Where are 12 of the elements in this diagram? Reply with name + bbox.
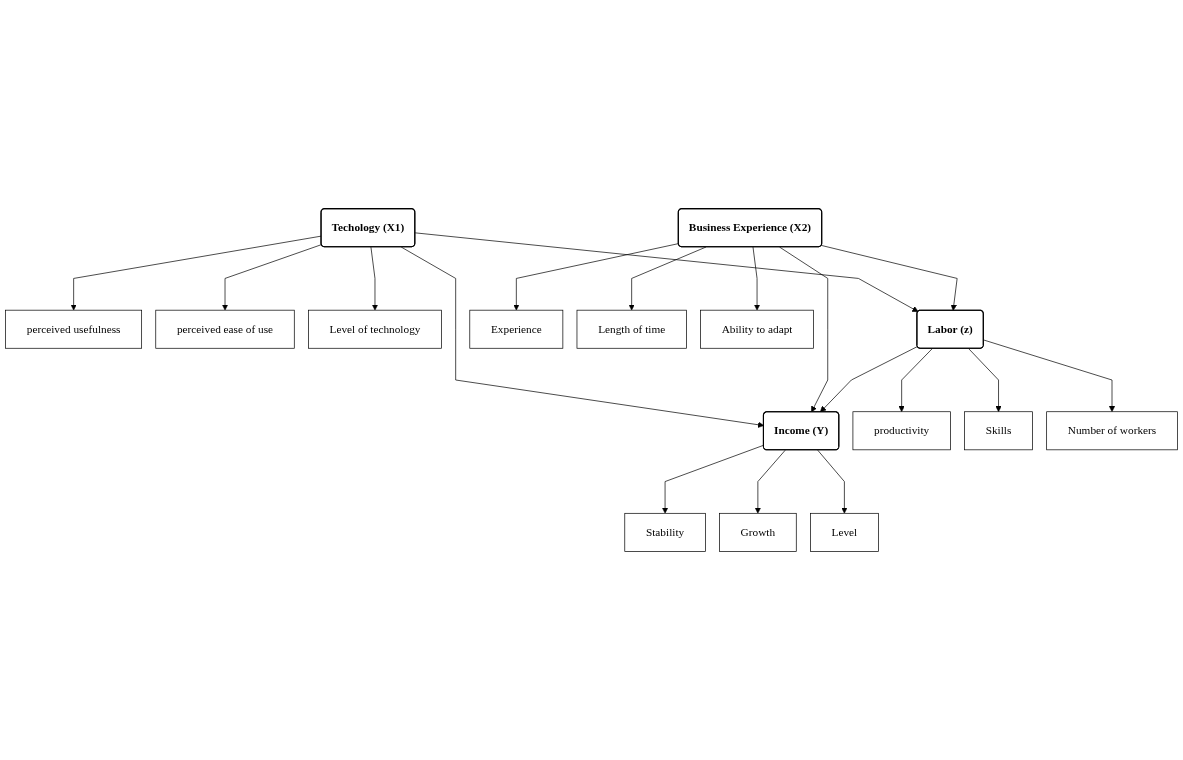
node-box: Level of technology (308, 309, 442, 349)
node-box: Growth (719, 512, 797, 552)
node-box: Length of time (576, 309, 687, 349)
node-box: Experience (469, 309, 564, 349)
node-box: Stability (624, 512, 706, 552)
node-box: perceived usefulness (5, 309, 142, 349)
node-box: Ability to adapt (700, 309, 814, 349)
node-box: Skills (964, 411, 1033, 451)
node-box: perceived ease of use (155, 309, 295, 349)
node-box: Level (810, 512, 879, 552)
node-box: productivity (852, 411, 951, 451)
node-box: Number of workers (1046, 411, 1178, 451)
